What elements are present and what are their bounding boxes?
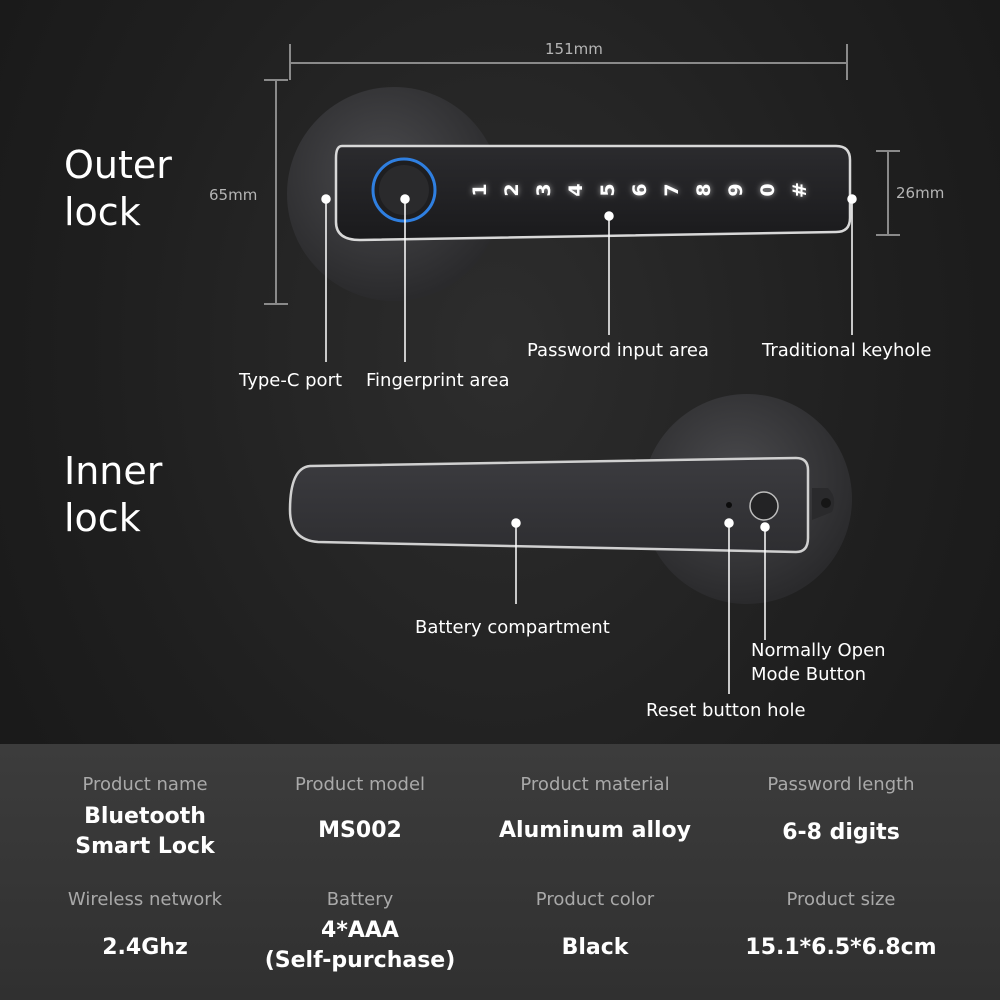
battery-compartment-label: Battery compartment [415, 617, 610, 638]
type-c-port-dot [321, 194, 331, 204]
keypad-key[interactable]: 5 [597, 183, 619, 196]
spec-value: 2.4Ghz [102, 935, 188, 960]
spec-key: Product size [786, 889, 896, 910]
fingerprint-sensor [379, 165, 429, 215]
dimension-bar-line [876, 150, 900, 236]
inner-lock-heading: Inner lock [64, 449, 163, 540]
spec-key: Password length [767, 774, 915, 795]
spec-value: 15.1*6.5*6.8cm [745, 935, 937, 960]
spec-value: Bluetooth Smart Lock [75, 804, 215, 859]
normally-open-button [749, 491, 779, 521]
password-input-area-label: Password input area [527, 340, 709, 361]
fingerprint-area-label: Fingerprint area [366, 370, 510, 391]
fingerprint-dot [400, 194, 410, 204]
inner-lock [288, 394, 852, 604]
dimension-width-line [289, 44, 848, 80]
spec-panel: Product name Bluetooth Smart Lock Produc… [0, 744, 1000, 1000]
inner-lever [288, 456, 810, 554]
reset-hole [726, 502, 732, 508]
spec-key: Product name [82, 774, 208, 795]
keypad-key[interactable]: 6 [629, 183, 651, 196]
dimension-height-line [264, 79, 288, 305]
keypad-key[interactable]: 4 [565, 183, 587, 196]
keyhole-dot [847, 194, 857, 204]
spec-key: Wireless network [67, 889, 223, 910]
dimension-bar-label: 26mm [896, 184, 945, 202]
normally-open-mode-label: Normally Open Mode Button [751, 640, 886, 685]
traditional-keyhole-label: Traditional keyhole [762, 340, 932, 361]
spec-value: 4*AAA (Self-purchase) [264, 918, 456, 973]
reset-dot [724, 518, 734, 528]
keypad-key[interactable]: 7 [661, 183, 683, 196]
battery-dot [511, 518, 521, 528]
spec-value: 6-8 digits [782, 820, 900, 845]
reset-button-hole-label: Reset button hole [646, 700, 806, 721]
spec-value: MS002 [318, 818, 402, 843]
dimension-height-label: 65mm [209, 186, 258, 204]
keypad-key[interactable]: 9 [725, 183, 747, 196]
spec-key: Product color [535, 889, 655, 910]
spec-value: Black [561, 935, 629, 960]
outer-lever [334, 144, 852, 242]
dimension-width-label: 151mm [545, 40, 603, 58]
spec-key: Battery [326, 889, 394, 910]
keypad-key[interactable]: 2 [501, 183, 523, 196]
keypad-key[interactable]: 1 [469, 183, 491, 196]
keypad-key[interactable]: 0 [757, 183, 779, 196]
password-dot [604, 211, 614, 221]
spec-key: Product material [520, 774, 670, 795]
spec-key: Product model [294, 774, 426, 795]
normally-open-dot [760, 522, 770, 532]
keypad-key[interactable]: # [789, 182, 811, 198]
outer-lock-heading: Outer lock [64, 143, 172, 234]
spec-value: Aluminum alloy [499, 818, 691, 843]
keypad-key[interactable]: 8 [693, 183, 715, 196]
keypad-key[interactable]: 3 [533, 183, 555, 196]
type-c-port-label: Type-C port [239, 370, 343, 391]
